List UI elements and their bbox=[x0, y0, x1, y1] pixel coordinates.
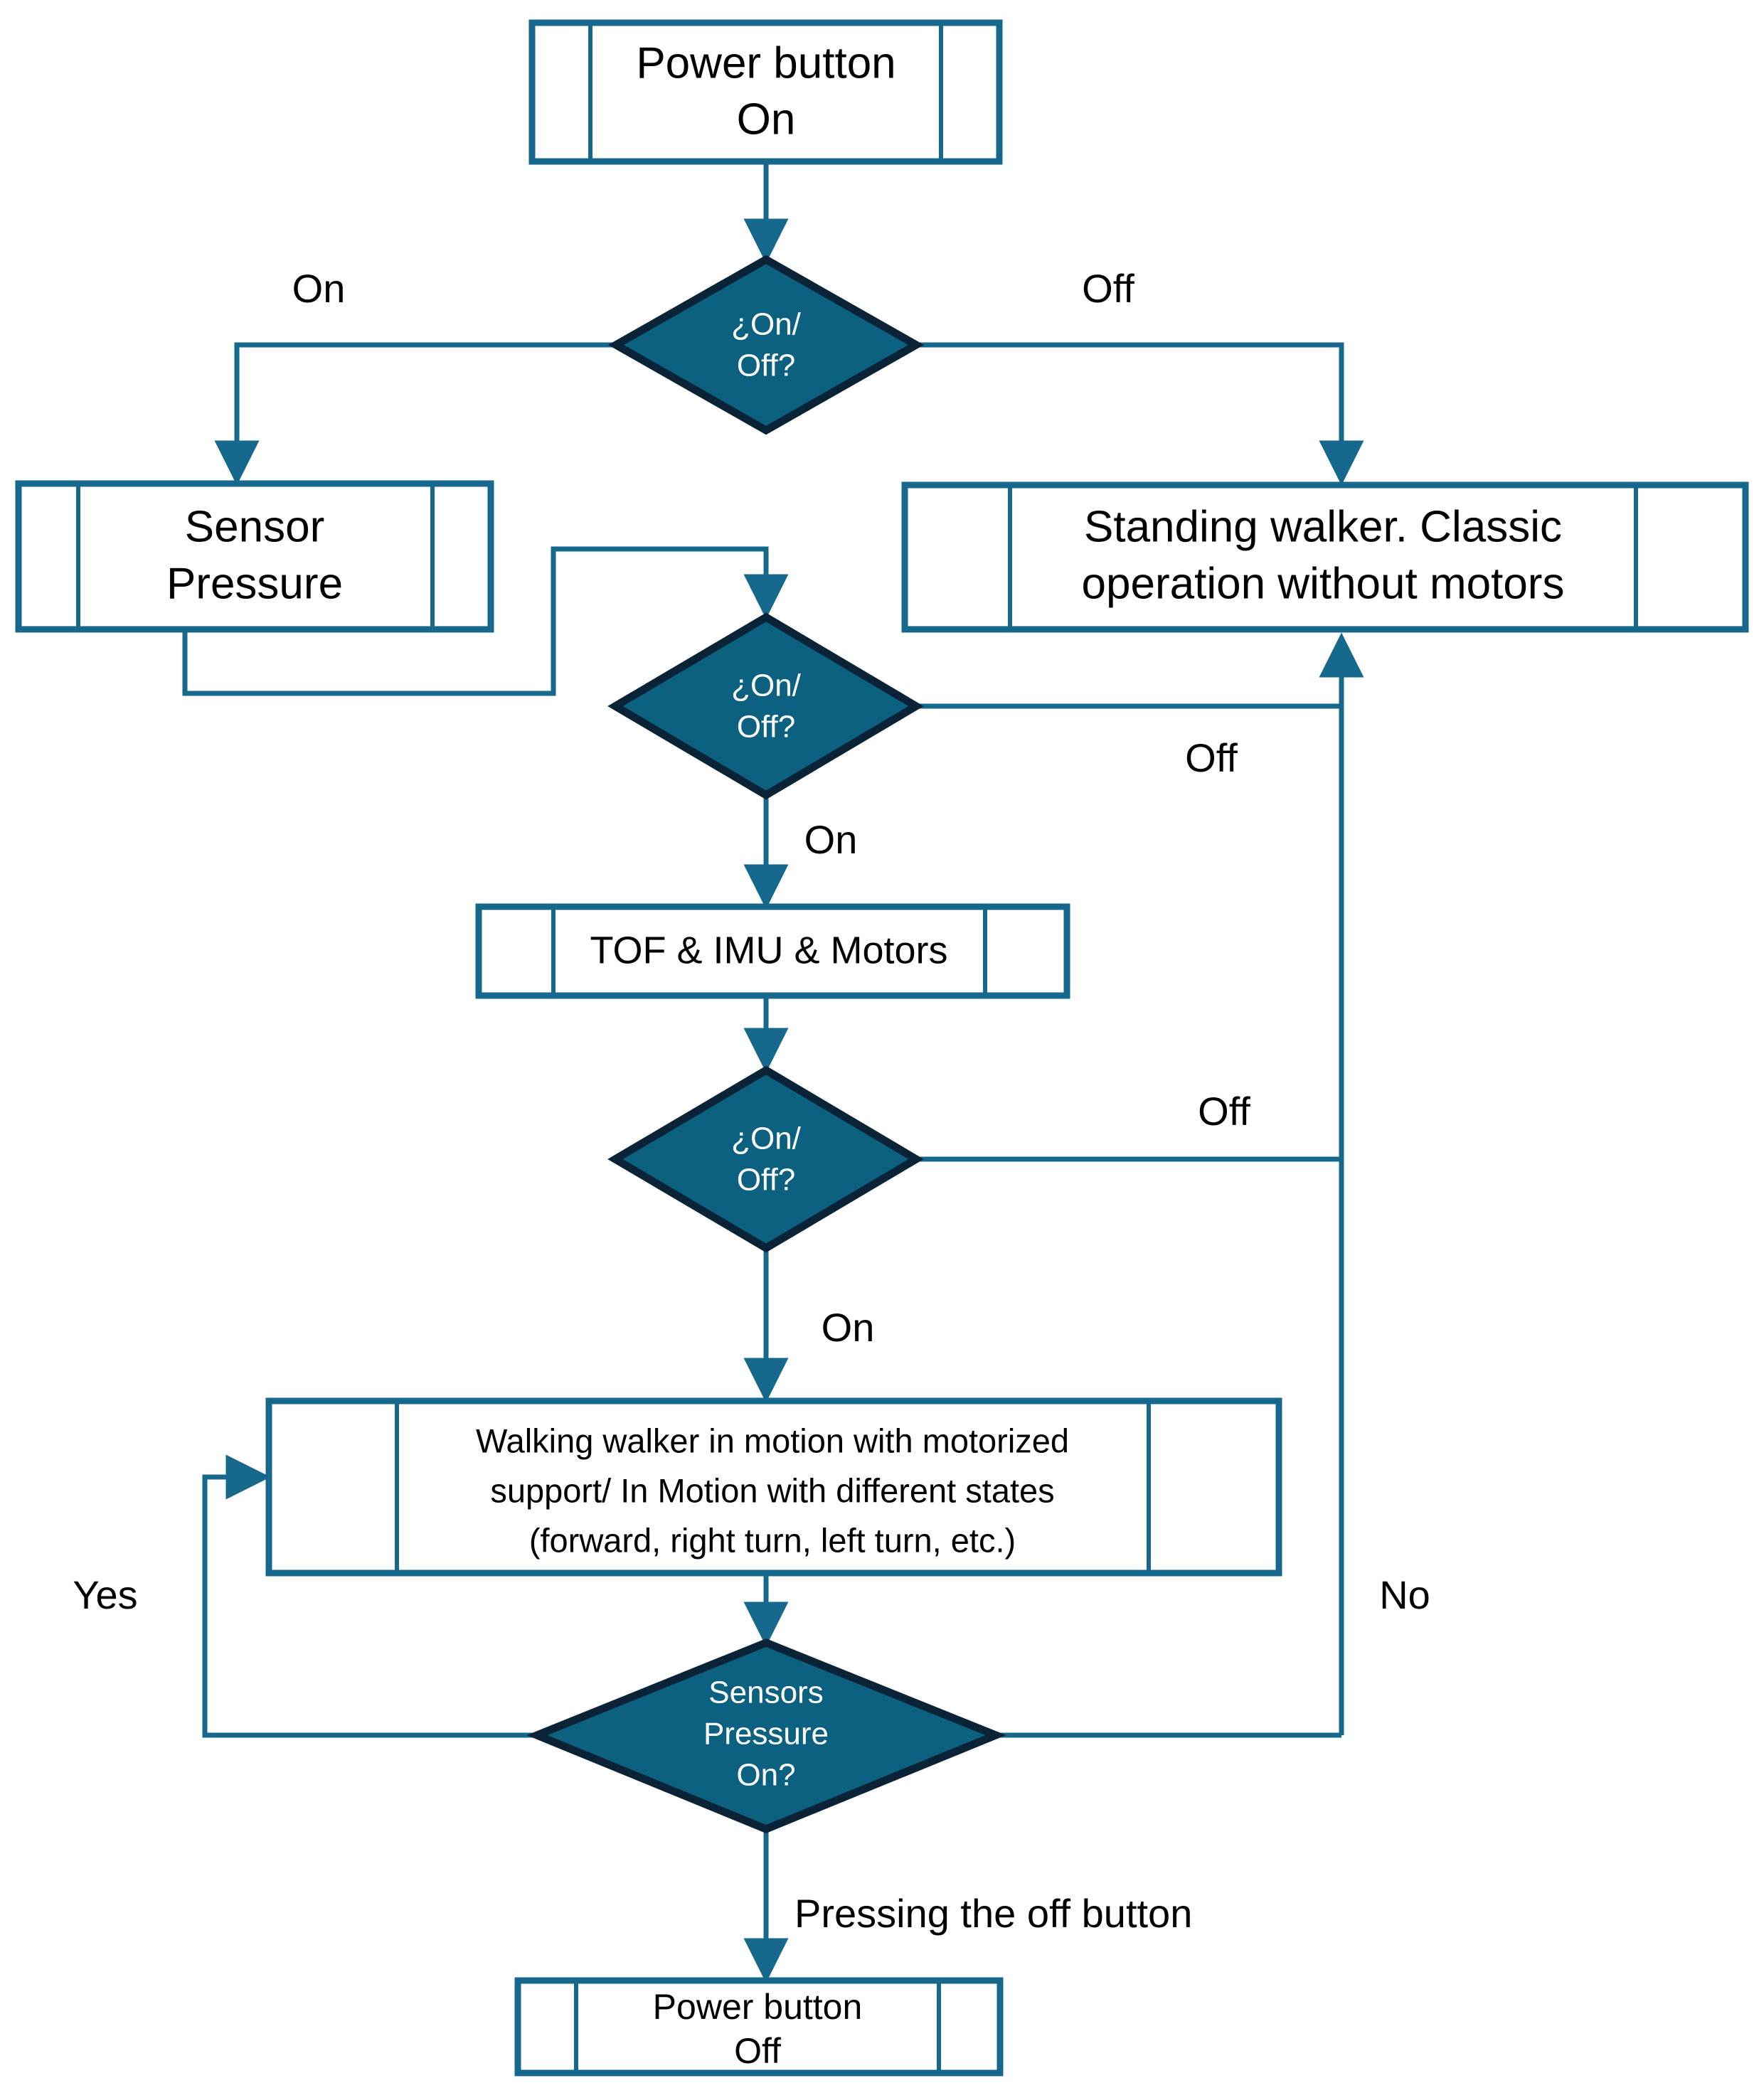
sensor-pressure-outer-box bbox=[15, 480, 494, 633]
walking-walker-label-line-3: (forward, right turn, left turn, etc.) bbox=[529, 1521, 1016, 1559]
node-decision-tof[interactable]: ¿On/ Off? bbox=[607, 1065, 924, 1253]
decision-tof-label-line-2: Off? bbox=[737, 1163, 795, 1198]
edge-decision-sensors-yes bbox=[202, 1454, 537, 1738]
edge-decision-power-on bbox=[214, 342, 616, 486]
decision-tof-label-line-1: ¿On/ bbox=[731, 1121, 802, 1156]
power-off-label-line-1: Power button bbox=[653, 1987, 863, 2027]
node-sensor-pressure[interactable]: Sensor Pressure bbox=[15, 480, 494, 633]
decision-sensors-pressure-label-line-1: Sensors bbox=[708, 1675, 823, 1710]
decision-sensor-label-line-2: Off? bbox=[737, 710, 795, 745]
edge-label-no: No bbox=[1379, 1572, 1430, 1617]
decision-sensors-pressure-label-line-2: Pressure bbox=[703, 1717, 829, 1752]
tof-imu-motors-outer-box bbox=[475, 903, 1070, 999]
edge-label-tof-on: On bbox=[822, 1305, 875, 1350]
sensor-pressure-label-line-2: Pressure bbox=[166, 559, 343, 608]
walking-walker-outer-box bbox=[265, 1397, 1282, 1577]
decision-sensor-label-line-1: ¿On/ bbox=[731, 668, 802, 703]
edge-decision-power-off bbox=[916, 342, 1364, 486]
node-power-off[interactable]: Power button Off bbox=[514, 1977, 1004, 2077]
decision-sensors-pressure-diamond bbox=[526, 1638, 1006, 1833]
decision-sensors-pressure-label-line-3: On? bbox=[736, 1758, 795, 1793]
walking-walker-label-line-1: Walking walker in motion with motorized bbox=[476, 1422, 1069, 1459]
node-decision-sensors-pressure[interactable]: Sensors Pressure On? bbox=[526, 1638, 1006, 1833]
power-off-label-line-2: Off bbox=[734, 2031, 781, 2071]
node-power-on[interactable]: Power button On bbox=[528, 19, 1003, 165]
node-walking-walker[interactable]: Walking walker in motion with motorized … bbox=[265, 1397, 1282, 1577]
connector-layer bbox=[182, 90, 1364, 1983]
edge-label-power-on: On bbox=[292, 266, 346, 311]
sensor-pressure-label-line-1: Sensor bbox=[185, 502, 324, 551]
power-off-outer-box bbox=[514, 1977, 1004, 2077]
edge-label-sensor-off: Off bbox=[1185, 735, 1238, 780]
tof-imu-motors-label: TOF & IMU & Motors bbox=[590, 929, 947, 971]
standing-walker-label-line-1: Standing walker. Classic bbox=[1084, 502, 1562, 551]
decision-power-diamond bbox=[607, 255, 925, 435]
edge-label-pressing-off: Pressing the off button bbox=[794, 1891, 1192, 1936]
standing-walker-label-line-2: operation without motors bbox=[1082, 559, 1565, 608]
decision-power-label-line-1: ¿On/ bbox=[731, 307, 802, 342]
edge-label-tof-off: Off bbox=[1198, 1089, 1250, 1134]
walking-walker-label-line-2: support/ In Motion with different states bbox=[490, 1471, 1054, 1509]
decision-tof-diamond bbox=[607, 1065, 924, 1253]
node-standing-walker[interactable]: Standing walker. Classic operation witho… bbox=[901, 481, 1749, 633]
power-on-outer-box bbox=[528, 19, 1003, 165]
node-decision-power[interactable]: ¿On/ Off? bbox=[607, 255, 925, 435]
node-tof-imu-motors[interactable]: TOF & IMU & Motors bbox=[475, 903, 1070, 999]
edge-label-sensor-on: On bbox=[804, 817, 858, 862]
standing-walker-outer-box bbox=[901, 481, 1749, 633]
edge-label-power-off: Off bbox=[1082, 266, 1134, 311]
decision-sensor-diamond bbox=[607, 612, 924, 800]
edge-sensor-pressure-to-decision-sensor bbox=[182, 546, 789, 696]
edge-label-yes: Yes bbox=[73, 1572, 137, 1617]
power-on-label-line-1: Power button bbox=[636, 38, 895, 87]
decision-power-label-line-2: Off? bbox=[737, 348, 795, 383]
node-decision-sensor[interactable]: ¿On/ Off? bbox=[607, 612, 924, 800]
power-on-label-line-2: On bbox=[737, 95, 796, 144]
